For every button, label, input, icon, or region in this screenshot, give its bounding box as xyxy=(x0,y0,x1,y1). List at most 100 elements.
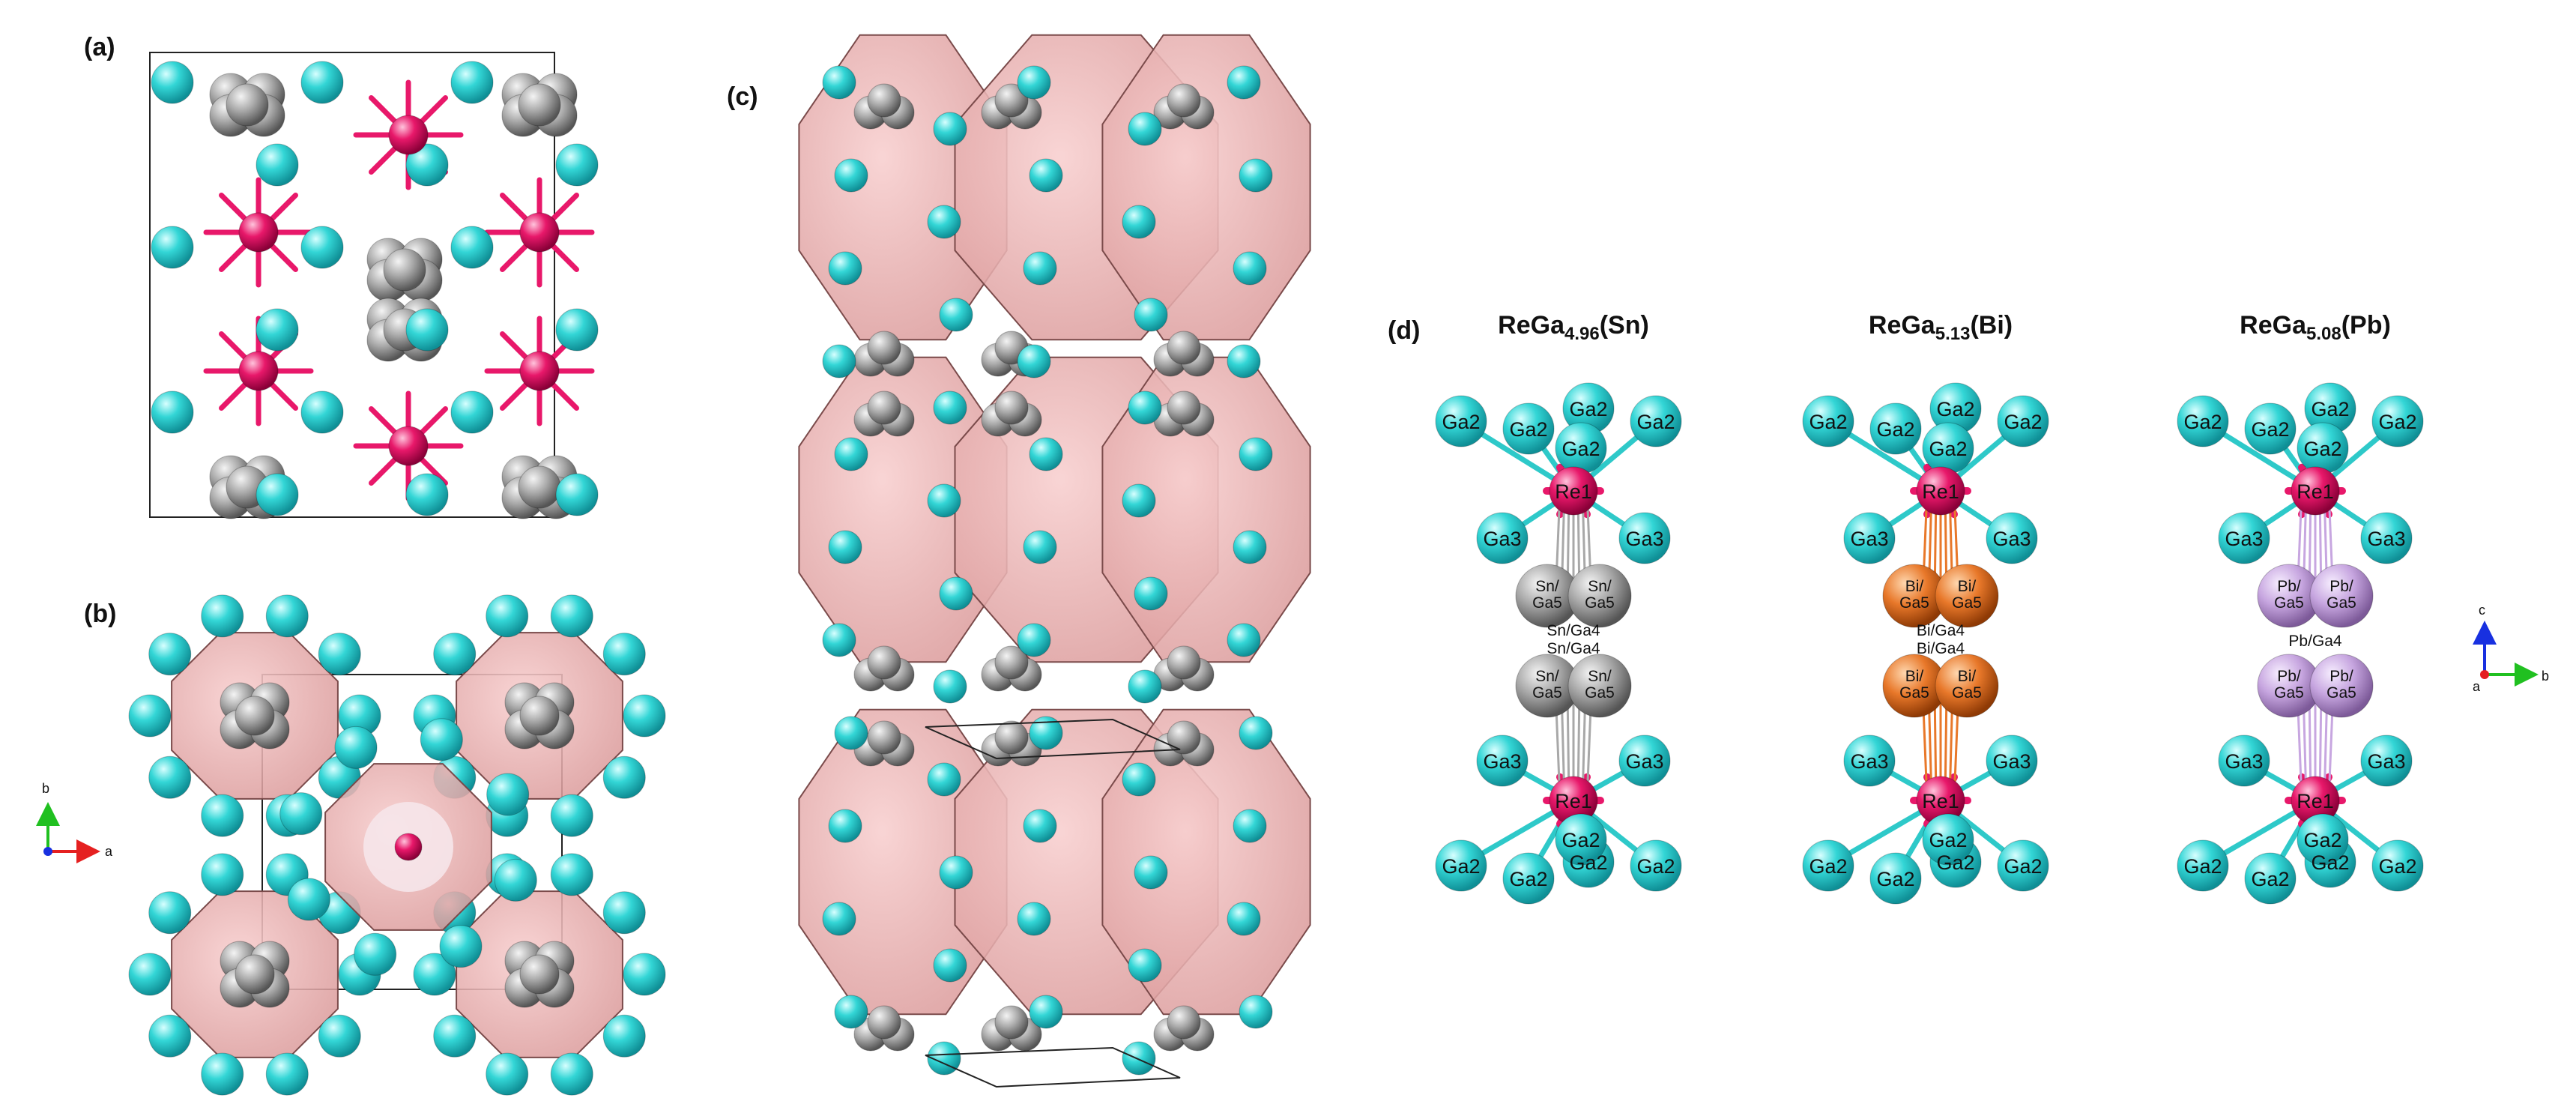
ga2-label: Ga2 xyxy=(2183,855,2222,878)
ga-atom xyxy=(550,794,593,837)
axis-indicator-ab: b a xyxy=(36,781,113,863)
gray-atom xyxy=(1167,331,1201,365)
ga-atom xyxy=(834,437,868,471)
ga2-label: Ga2 xyxy=(1569,398,1607,420)
re1-label: Re1 xyxy=(1555,790,1592,812)
unit-cell-outline xyxy=(925,1046,1181,1088)
ga-atom xyxy=(1023,809,1057,843)
ga-atom xyxy=(1239,437,1273,471)
gray-atom xyxy=(867,720,901,755)
ga3-atom xyxy=(2360,735,2413,787)
ga-atom xyxy=(1122,1041,1156,1076)
ga3-atom xyxy=(1476,512,1529,564)
panel-label-b: (b) xyxy=(84,600,116,628)
ga2-atom xyxy=(1997,395,2049,447)
ga-atom xyxy=(201,1052,244,1096)
panel-b-polyhedral-view xyxy=(128,594,666,1096)
gray-atom xyxy=(519,696,560,736)
ga-atom xyxy=(555,473,599,516)
ga-atom xyxy=(1017,623,1051,657)
panel-a-crystal-structure xyxy=(149,52,599,519)
ga3-label: Ga3 xyxy=(1625,750,1663,773)
gray-atom xyxy=(1167,1005,1201,1040)
ga3-atom xyxy=(1986,735,2038,787)
gray-atom xyxy=(235,954,275,995)
ga2-label: Ga2 xyxy=(2004,855,2042,878)
gray-atom xyxy=(1167,83,1201,118)
ga2-atom xyxy=(1869,852,1922,905)
dopant-atom xyxy=(1935,654,1999,718)
ga-atom xyxy=(623,694,666,738)
gray-atom xyxy=(519,954,560,995)
ga2-label: Ga2 xyxy=(2303,438,2341,460)
ga2-label: Ga2 xyxy=(1936,398,1974,420)
ga-atom xyxy=(256,473,299,516)
ga-atom xyxy=(828,809,862,843)
gray-atom xyxy=(226,83,269,127)
ga2-atom xyxy=(2297,813,2349,866)
ga2-atom xyxy=(2244,852,2297,905)
gray-atom xyxy=(994,720,1029,755)
ga-atom xyxy=(1029,716,1063,750)
re1-atom xyxy=(1549,466,1598,516)
ga2-label: Ga2 xyxy=(2378,855,2416,878)
ga2-atom xyxy=(1630,839,1682,892)
ga-atom xyxy=(486,594,529,638)
axis-indicator-d: c b a xyxy=(2473,603,2549,694)
ga-atom xyxy=(550,853,593,896)
ga2-label: Ga2 xyxy=(1876,418,1914,441)
ga2-label: Ga2 xyxy=(1636,855,1675,878)
ga2-label: Ga2 xyxy=(1936,851,1974,874)
ga-atom xyxy=(486,1052,529,1096)
dopant-label: Bi/Ga5 xyxy=(1899,668,1929,702)
re-atom xyxy=(238,351,279,391)
ga-atom xyxy=(834,995,868,1029)
ga-atom xyxy=(828,530,862,564)
ga2-atom xyxy=(2244,402,2297,455)
ga2-atom xyxy=(1802,395,1854,447)
panel-c-stacked-polyhedra xyxy=(798,34,1311,1088)
ga2-label: Ga2 xyxy=(1569,851,1607,874)
ga-atom xyxy=(933,948,967,983)
ga2-atom xyxy=(1555,813,1607,866)
ga-atom xyxy=(1134,298,1168,332)
ga2-label: Ga2 xyxy=(1509,418,1547,441)
ga2-label: Ga2 xyxy=(1929,829,1967,851)
ga-atom xyxy=(494,858,537,902)
ga-atom xyxy=(1029,437,1063,471)
ga-atom xyxy=(256,308,299,352)
re1-label: Re1 xyxy=(1922,480,1959,503)
ga-atom xyxy=(151,390,194,434)
re-atom xyxy=(519,351,560,391)
ga-atom xyxy=(1233,251,1267,286)
ga4-label: Bi/Ga4 xyxy=(1917,640,1965,657)
ga-atom xyxy=(933,669,967,704)
dopant-label: Pb/Ga5 xyxy=(2326,578,2356,612)
gray-atom xyxy=(867,83,901,118)
ga-atom xyxy=(151,61,194,104)
ga-atom xyxy=(822,902,856,936)
unit-cell-outline xyxy=(925,718,1181,760)
ga3-label: Ga3 xyxy=(2225,750,2263,773)
ga2-label: Ga2 xyxy=(2004,411,2042,433)
ga-atom xyxy=(300,390,344,434)
re-atom xyxy=(519,212,560,253)
panel-label-a: (a) xyxy=(84,33,115,61)
ga2-label: Ga2 xyxy=(1561,829,1600,851)
panel-label-c: (c) xyxy=(727,82,758,111)
ga-atom xyxy=(439,925,483,968)
ga-atom xyxy=(1122,483,1156,518)
ga-atom xyxy=(623,953,666,996)
ga-atom xyxy=(822,344,856,378)
gray-atom xyxy=(994,390,1029,425)
ga-atom xyxy=(1128,112,1162,146)
ga4-label: Pb/Ga4 xyxy=(2288,633,2342,650)
ga-atom xyxy=(933,112,967,146)
gray-atom xyxy=(867,331,901,365)
ga-atom xyxy=(148,1014,192,1058)
ga-atom xyxy=(300,61,344,104)
dopant-atom xyxy=(2309,564,2374,628)
ga-atom xyxy=(1029,158,1063,193)
